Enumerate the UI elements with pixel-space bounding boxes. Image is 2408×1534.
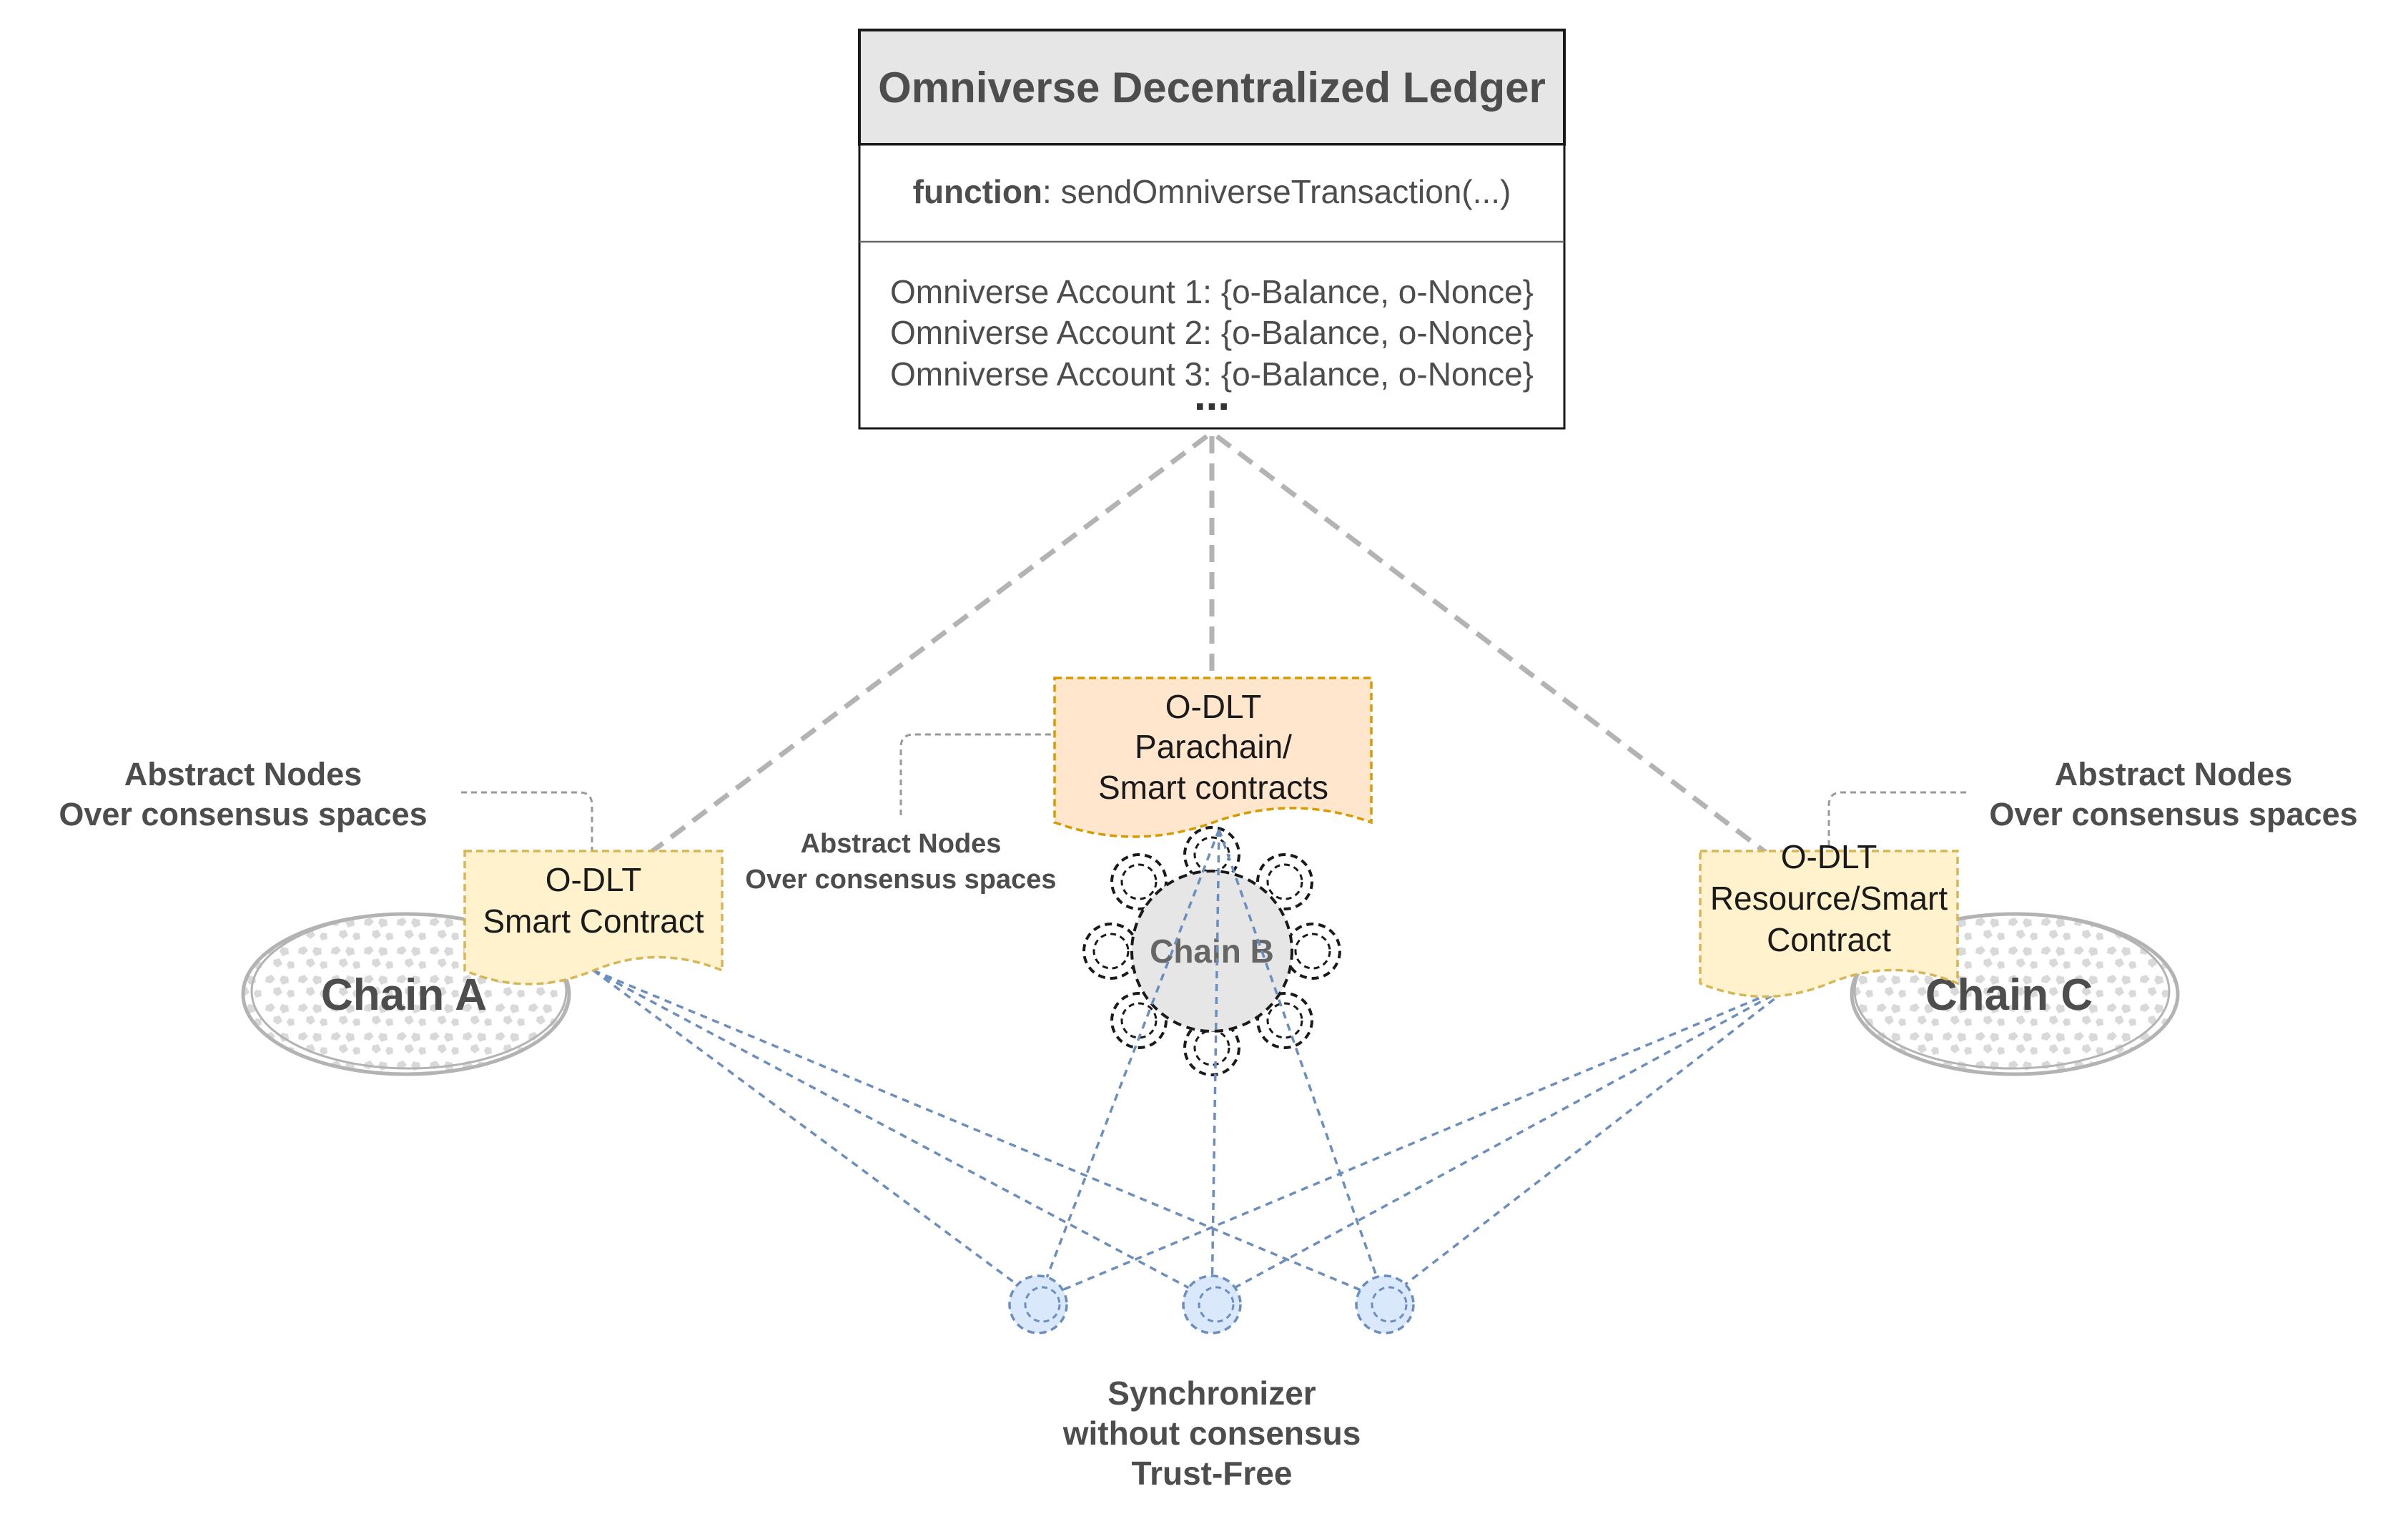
sync-link xyxy=(1037,982,1795,1302)
odlt-contract-chain-c: O-DLT Resource/Smart Contract xyxy=(1699,838,1959,998)
contract-b-document xyxy=(1053,677,1373,838)
synchronizer-node xyxy=(1008,1274,1068,1334)
contract-c-line-2: Resource/Smart xyxy=(1710,880,1948,917)
contract-a-line-2: Smart Contract xyxy=(483,903,704,940)
contract-a-document xyxy=(463,850,724,985)
contract-c-document xyxy=(1699,850,1959,998)
abstract-nodes-label-c: Abstract Nodes Over consensus spaces xyxy=(1989,756,2357,832)
ledger-connectors xyxy=(648,434,1768,855)
leader-chain-a xyxy=(461,791,593,851)
ledger-title: Omniverse Decentralized Ledger xyxy=(878,64,1546,112)
sync-link xyxy=(593,969,1386,1302)
contract-b-line-3: Smart contracts xyxy=(1098,769,1328,806)
contract-c-line-3: Contract xyxy=(1767,921,1891,958)
abstract-nodes-c-line-1: Abstract Nodes xyxy=(2055,756,2293,792)
parachain-node-inner xyxy=(1120,863,1158,900)
sync-link xyxy=(1383,982,1796,1302)
parachain-node xyxy=(1082,923,1140,980)
parachain-node xyxy=(1256,853,1313,910)
relay-chain-core xyxy=(1130,870,1293,1033)
chain-c-cloud-sketch xyxy=(1853,913,2171,1070)
synchronizer-node-inner xyxy=(1371,1286,1408,1323)
function-keyword: function xyxy=(913,173,1042,210)
ledger-header xyxy=(858,29,1566,146)
sync-link xyxy=(1037,829,1220,1301)
parachain-node-inner xyxy=(1266,863,1303,900)
synchronizer-node xyxy=(1355,1274,1415,1334)
abstract-nodes-label-b: Abstract Nodes Over consensus spaces xyxy=(745,829,1056,895)
synchronizer-line-2: without consensus xyxy=(1062,1415,1361,1452)
abstract-nodes-b-line-1: Abstract Nodes xyxy=(801,829,1002,859)
synchronizer-links xyxy=(592,829,1796,1302)
ledger-function: function: sendOmniverseTransaction(...) xyxy=(913,173,1511,210)
synchronizer-line-3: Trust-Free xyxy=(1132,1455,1293,1492)
ledger-body xyxy=(858,143,1566,430)
contract-c-line-1: O-DLT xyxy=(1781,838,1877,875)
contract-a-line-1: O-DLT xyxy=(546,861,642,898)
abstract-nodes-b-line-2: Over consensus spaces xyxy=(745,865,1056,895)
parachain-node-inner xyxy=(1092,933,1130,970)
odlt-contract-chain-b: O-DLT Parachain/ Smart contracts xyxy=(1053,677,1373,838)
sync-link xyxy=(592,969,1040,1302)
connector-ledger-to-chain-c xyxy=(1215,434,1768,855)
parachain-node-inner xyxy=(1266,1002,1303,1039)
parachain-node xyxy=(1110,853,1168,910)
synchronizer-node-inner xyxy=(1198,1286,1235,1323)
abstract-nodes-a-line-1: Abstract Nodes xyxy=(124,756,362,792)
ledger-account-1: Omniverse Account 1: {o-Balance, o-Nonce… xyxy=(890,273,1534,310)
sync-link xyxy=(593,969,1213,1302)
odlt-contract-chain-a: O-DLT Smart Contract xyxy=(463,850,724,985)
synchronizer-line-1: Synchronizer xyxy=(1107,1375,1316,1412)
omniverse-ledger: Omniverse Decentralized Ledger function:… xyxy=(858,29,1566,430)
abstract-node-leaders xyxy=(461,733,1966,851)
parachain-node-inner xyxy=(1120,1002,1158,1039)
sync-link xyxy=(1218,829,1386,1301)
parachain-node xyxy=(1284,923,1341,980)
synchronizer-label: Synchronizer without consensus Trust-Fre… xyxy=(1062,1375,1361,1492)
contract-b-line-1: O-DLT xyxy=(1165,688,1262,725)
synchronizer-node-inner xyxy=(1024,1286,1061,1323)
chain-b-label: Chain B xyxy=(1150,933,1274,970)
parachain-nodes xyxy=(1082,826,1341,1076)
parachain-node-inner xyxy=(1294,933,1331,970)
synchronizer-nodes xyxy=(1008,1274,1415,1334)
leader-chain-b xyxy=(899,733,1055,815)
sync-link xyxy=(1210,829,1220,1301)
leader-chain-c xyxy=(1827,791,1966,851)
ledger-more-ellipsis: ... xyxy=(1194,371,1230,419)
function-signature: : sendOmniverseTransaction(...) xyxy=(1042,173,1511,210)
ledger-account-2: Omniverse Account 2: {o-Balance, o-Nonce… xyxy=(890,314,1534,351)
connector-ledger-to-chain-a xyxy=(648,434,1209,855)
ledger-account-3: Omniverse Account 3: {o-Balance, o-Nonce… xyxy=(890,355,1534,393)
contract-b-line-2: Parachain/ xyxy=(1135,728,1292,765)
synchronizer-node xyxy=(1182,1274,1242,1334)
chain-b: Chain B xyxy=(1082,826,1341,1076)
chain-a-cloud-sketch xyxy=(250,913,568,1070)
abstract-nodes-a-line-2: Over consensus spaces xyxy=(59,796,427,832)
abstract-nodes-label-a: Abstract Nodes Over consensus spaces xyxy=(59,756,427,832)
abstract-nodes-c-line-2: Over consensus spaces xyxy=(1989,796,2357,832)
chain-a-label: Chain A xyxy=(321,970,487,1020)
